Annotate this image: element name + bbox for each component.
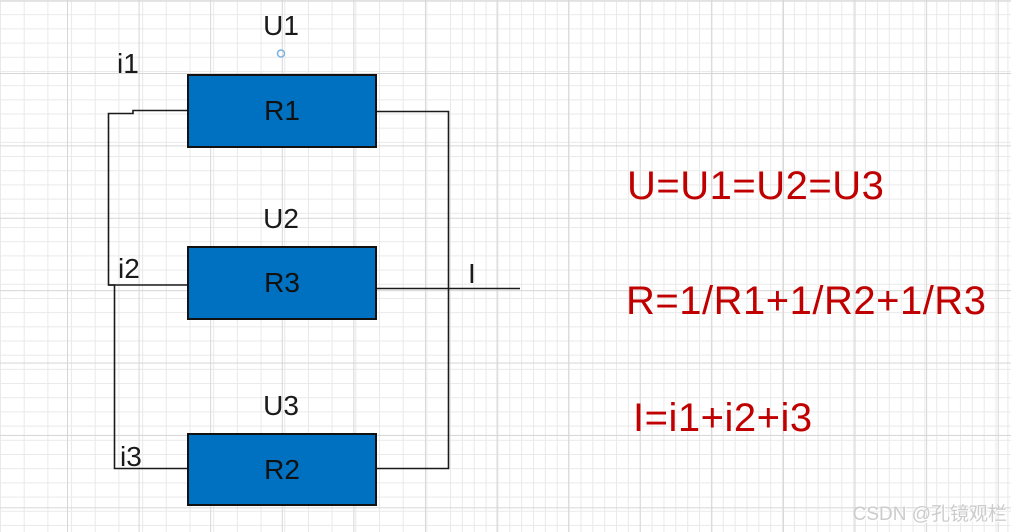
voltage-label-u1[interactable]: U1: [263, 10, 299, 41]
formula-current[interactable]: I=i1+i2+i3: [633, 396, 813, 440]
resistor-box-r2[interactable]: R2: [187, 433, 377, 506]
wire-right-rail: [377, 110, 450, 470]
connector-handle-icon: [276, 49, 286, 58]
resistor-label-r1: R1: [264, 95, 300, 126]
formula-resistance[interactable]: R=1/R1+1/R2+1/R3: [626, 279, 987, 323]
resistor-box-r3[interactable]: R3: [187, 246, 377, 320]
formula-voltage[interactable]: U=U1=U2=U3: [627, 164, 885, 208]
watermark: CSDN @孔镜观栏: [852, 504, 1007, 526]
current-label-i2[interactable]: i2: [118, 253, 140, 284]
voltage-label-u3[interactable]: U3: [263, 390, 299, 421]
resistor-label-r3: R3: [264, 267, 300, 298]
voltage-label-u2[interactable]: U2: [263, 203, 299, 234]
resistor-label-r2: R2: [264, 453, 300, 485]
resistor-box-r1[interactable]: R1: [187, 74, 377, 148]
wire-left-rail: [107, 109, 187, 470]
current-label-i3[interactable]: i3: [120, 441, 142, 472]
total-current-label[interactable]: I: [468, 258, 476, 289]
current-label-i1[interactable]: i1: [117, 48, 139, 79]
